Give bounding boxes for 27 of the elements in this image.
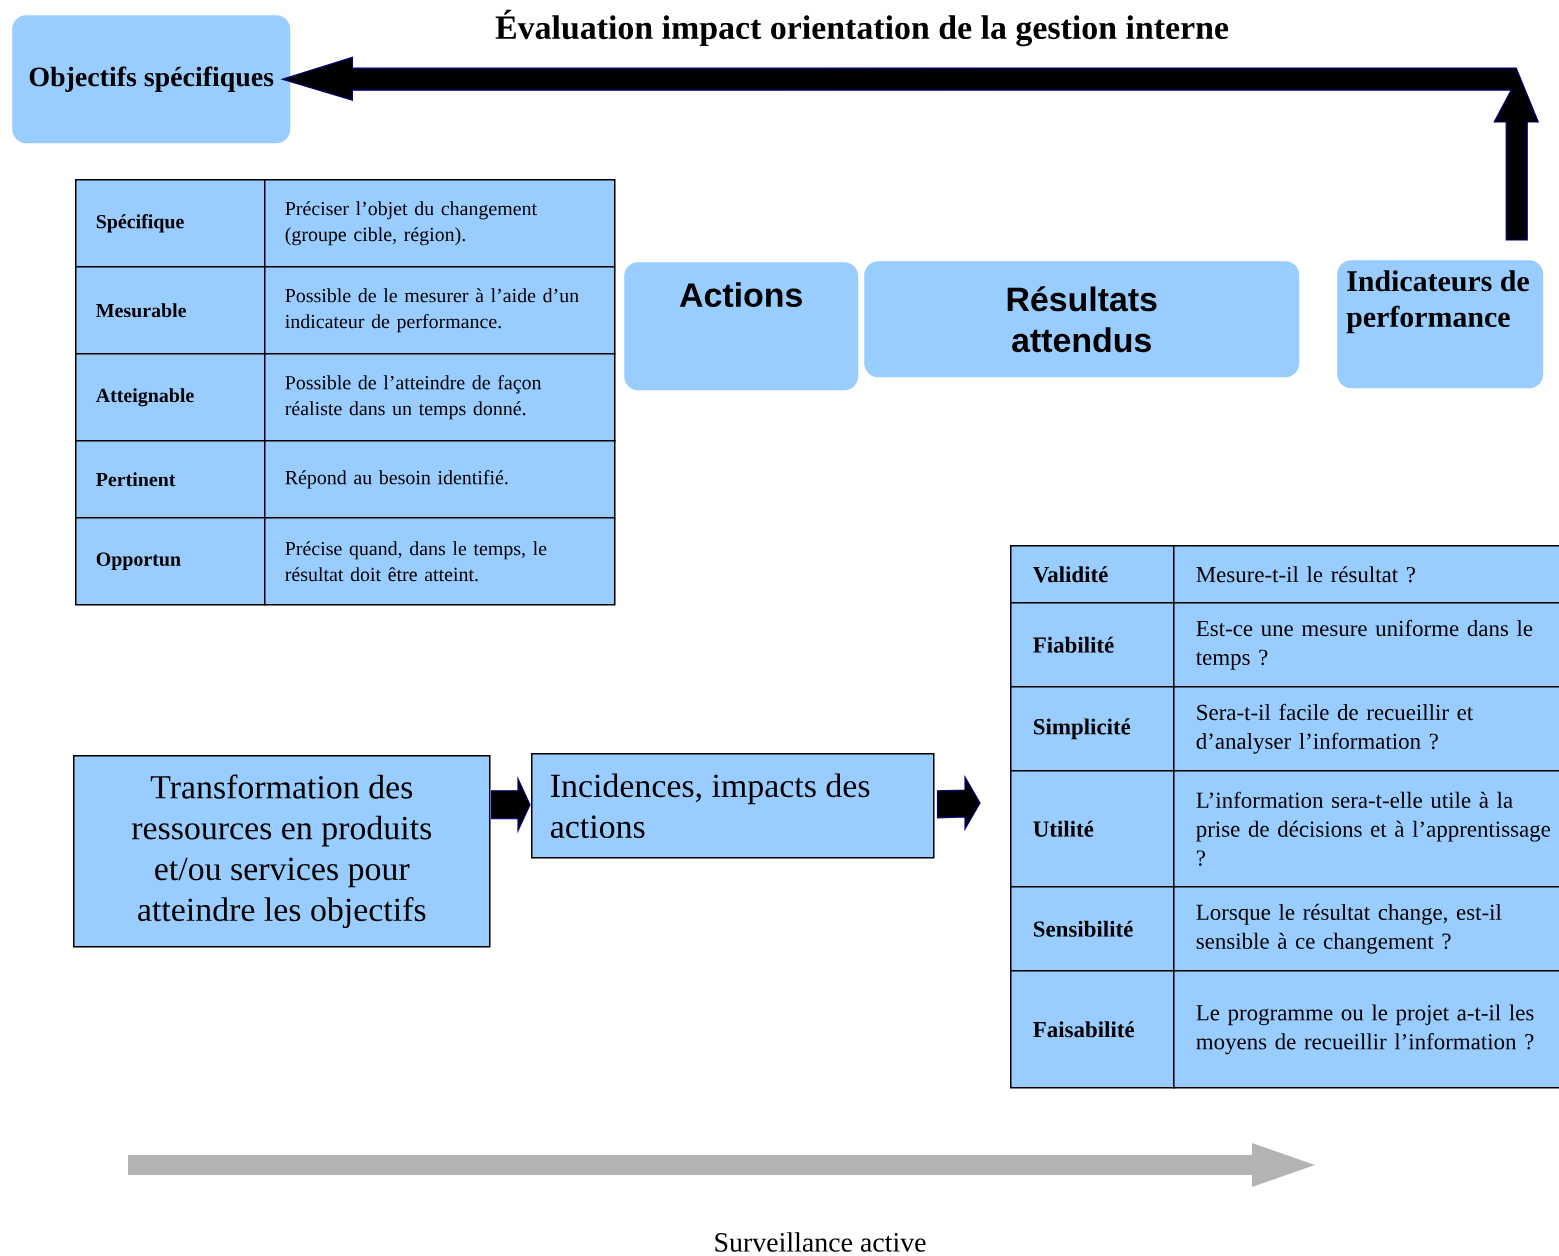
block-arrow [936,774,981,832]
rounded-box: Objectifs spécifiques [12,15,291,144]
table-cell: Précise quand, dans le temps, le résultat doit être atteint. [264,517,616,606]
table-cell: Répond au besoin identifié. [264,440,616,519]
block-arrow [280,56,1540,241]
table-cell: Spécifique [75,179,266,268]
table-cell: Préciser l’objet du changement (groupe cible, région). [264,179,616,268]
table-cell: Simplicité [1010,686,1175,772]
rounded-box: Résultats attendus [864,261,1300,378]
table-cell: Atteignable [75,353,266,442]
caption-text: Surveillance active [715,1232,926,1252]
table-cell: Possible de l’atteindre de façon réaliste dans un temps donné. [264,353,616,442]
table-cell: Possible de le mesurer à l’aide d’un indicateur de performance. [264,266,616,355]
process-box: Transformation des ressources en produits et/ou services pour atteindre les objectifs [73,755,491,948]
table-cell: Opportun [75,517,266,606]
title: Évaluation impact orientation de la gestion interne [495,9,1229,47]
block-arrow [490,776,531,834]
process-box: Incidences, impacts des actions [531,753,935,859]
table-cell: Validité [1010,545,1175,604]
table-cell: Mesurable [75,266,266,355]
table-cell: Faisabilité [1010,970,1175,1089]
table-cell: Utilité [1010,770,1175,888]
table-cell: Pertinent [75,440,266,519]
table-cell: Sensibilité [1010,886,1175,972]
rounded-box: Indicateurs de performance [1337,260,1544,389]
rounded-box: Actions [624,262,859,391]
table-cell: Fiabilité [1010,602,1175,688]
